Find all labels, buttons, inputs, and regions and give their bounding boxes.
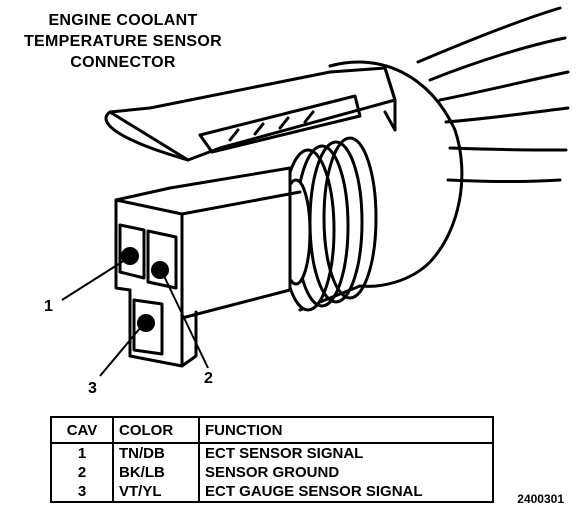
- row-function: ECT GAUGE SENSOR SIGNAL: [198, 482, 494, 503]
- table-row: 2 BK/LB SENSOR GROUND: [50, 463, 494, 482]
- row-cav: 2: [50, 463, 114, 482]
- row-cav: 3: [50, 482, 114, 503]
- connector-front-housing: [114, 166, 302, 368]
- corrugated-seal: [280, 136, 378, 312]
- title-line-2: TEMPERATURE SENSOR: [23, 33, 222, 50]
- cavity-function-table: CAV COLOR FUNCTION 1 TN/DB ECT SENSOR SI…: [50, 416, 494, 503]
- leader-line-3: [99, 326, 142, 377]
- row-color: TN/DB: [112, 443, 200, 463]
- row-color: VT/YL: [112, 482, 200, 503]
- callout-2: 2: [204, 370, 213, 387]
- table-row: 3 VT/YL ECT GAUGE SENSOR SIGNAL: [50, 482, 494, 503]
- title-line-1: ENGINE COOLANT: [48, 12, 198, 29]
- cavity-2-terminal: [151, 261, 169, 279]
- leader-line-1: [61, 259, 126, 301]
- figure-number: 2400301: [517, 492, 564, 506]
- header-color: COLOR: [112, 416, 200, 444]
- row-color: BK/LB: [112, 463, 200, 482]
- cavity-1-terminal: [121, 247, 139, 265]
- table-row: 1 TN/DB ECT SENSOR SIGNAL: [50, 443, 494, 463]
- header-function: FUNCTION: [198, 416, 494, 444]
- connector-illustration: [61, 6, 570, 377]
- locking-tab: [104, 66, 397, 162]
- row-function: SENSOR GROUND: [198, 463, 494, 482]
- diagram-title: ENGINE COOLANT TEMPERATURE SENSOR CONNEC…: [18, 10, 228, 73]
- row-function: ECT SENSOR SIGNAL: [198, 443, 494, 463]
- title-line-3: CONNECTOR: [70, 54, 176, 71]
- table-header-row: CAV COLOR FUNCTION: [50, 416, 494, 444]
- row-cav: 1: [50, 443, 114, 463]
- header-cav: CAV: [50, 416, 114, 444]
- callout-1: 1: [44, 298, 53, 315]
- cavity-frames: [118, 223, 178, 356]
- leader-line-2: [163, 275, 209, 369]
- wire-bundle: [416, 6, 570, 183]
- callout-3: 3: [88, 380, 97, 397]
